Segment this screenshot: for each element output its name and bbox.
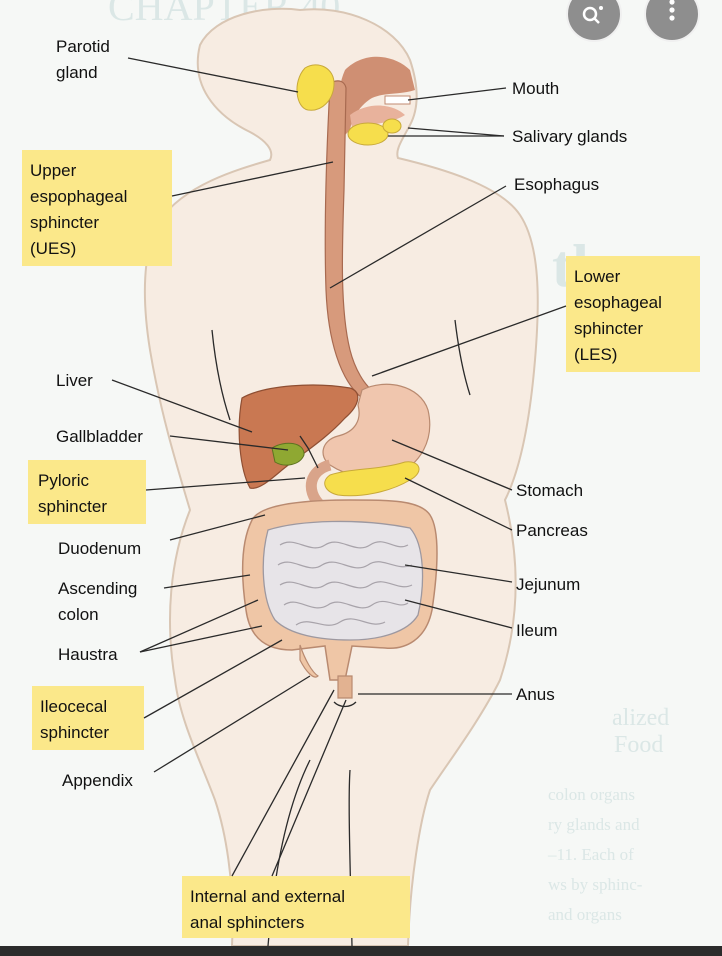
ileocecal-sphincter-label-line1: Ileocecal — [40, 697, 107, 716]
anal-sphincters-label-line1: Internal and external — [190, 887, 345, 906]
background-heading-line2: Food — [614, 732, 663, 758]
pyloric-sphincter-label-line2: sphincter — [38, 497, 107, 516]
leader-lines — [111, 57, 567, 877]
ues-label-line2: espophageal — [30, 187, 127, 206]
les-label-line3: sphincter — [574, 319, 643, 338]
ues-highlight-box — [22, 150, 172, 266]
haustra-label: Haustra — [58, 645, 118, 664]
image-search-button[interactable] — [566, 0, 622, 42]
oral-cavity — [338, 56, 415, 141]
les-label-line2: esophageal — [574, 293, 662, 312]
jejunum-label: Jejunum — [516, 575, 580, 594]
les-label-line4: (LES) — [574, 345, 617, 364]
ileocecal-highlight-box — [32, 686, 144, 750]
more-options-button[interactable] — [644, 0, 700, 42]
ileocecal-sphincter-label-line2: sphincter — [40, 723, 109, 742]
more-vertical-icon — [669, 0, 675, 21]
salivary-gland-submandibular — [382, 118, 402, 134]
ileum-label: Ileum — [516, 621, 558, 640]
bottom-border — [0, 946, 722, 956]
ascending-colon-label-line2: colon — [58, 605, 99, 624]
parotid-gland-label-line1: Parotid — [56, 37, 110, 56]
les-label-line1: Lower — [574, 267, 621, 286]
parotid-gland — [296, 64, 335, 111]
anal-sphincter-highlight-box — [182, 876, 410, 938]
background-body-line1: colon organs — [548, 785, 635, 804]
salivary-glands-label: Salivary glands — [512, 127, 627, 146]
mouth-label: Mouth — [512, 79, 559, 98]
gallbladder — [271, 442, 305, 466]
appendix-label: Appendix — [62, 771, 133, 790]
parotid-gland-label-line2: gland — [56, 63, 98, 82]
liver — [238, 384, 359, 489]
ues-label-line3: sphincter — [30, 213, 99, 232]
pyloric-highlight-box — [28, 460, 146, 524]
background-body-line5: and organs — [548, 905, 622, 924]
esophagus — [324, 80, 373, 399]
background-body-line3: –11. Each of — [547, 845, 634, 864]
liver-label: Liver — [56, 371, 93, 390]
ues-label-line4: (UES) — [30, 239, 76, 258]
anal-sphincters-label-line2: anal sphincters — [190, 913, 304, 932]
right-arm-line — [454, 319, 471, 396]
salivary-gland-sublingual — [347, 122, 389, 146]
gallbladder-label: Gallbladder — [56, 427, 143, 446]
small-intestine — [262, 520, 424, 641]
anus-label: Anus — [516, 685, 555, 704]
stomach-label: Stomach — [516, 481, 583, 500]
anal-opening — [333, 701, 357, 708]
pyloric-sphincter-label-line1: Pyloric — [38, 471, 90, 490]
appendix — [299, 644, 319, 678]
les-highlight-box — [566, 256, 700, 372]
background-heading-line1: alized — [612, 705, 669, 731]
image-search-icon — [582, 6, 603, 24]
background-body-line2: ry glands and — [548, 815, 640, 834]
teeth — [384, 95, 411, 105]
background-body-line4: ws by sphinc- — [548, 875, 643, 894]
tongue — [350, 105, 405, 128]
ascending-colon-label-line1: Ascending — [58, 579, 137, 598]
left-arm-line — [211, 329, 231, 421]
ues-label-line1: Upper — [30, 161, 77, 180]
rectum — [337, 675, 353, 699]
intestine-folds — [277, 541, 413, 626]
bile-duct — [299, 435, 319, 469]
duodenum-label: Duodenum — [58, 539, 141, 558]
pancreas-label: Pancreas — [516, 521, 588, 540]
esophagus-label: Esophagus — [514, 175, 599, 194]
